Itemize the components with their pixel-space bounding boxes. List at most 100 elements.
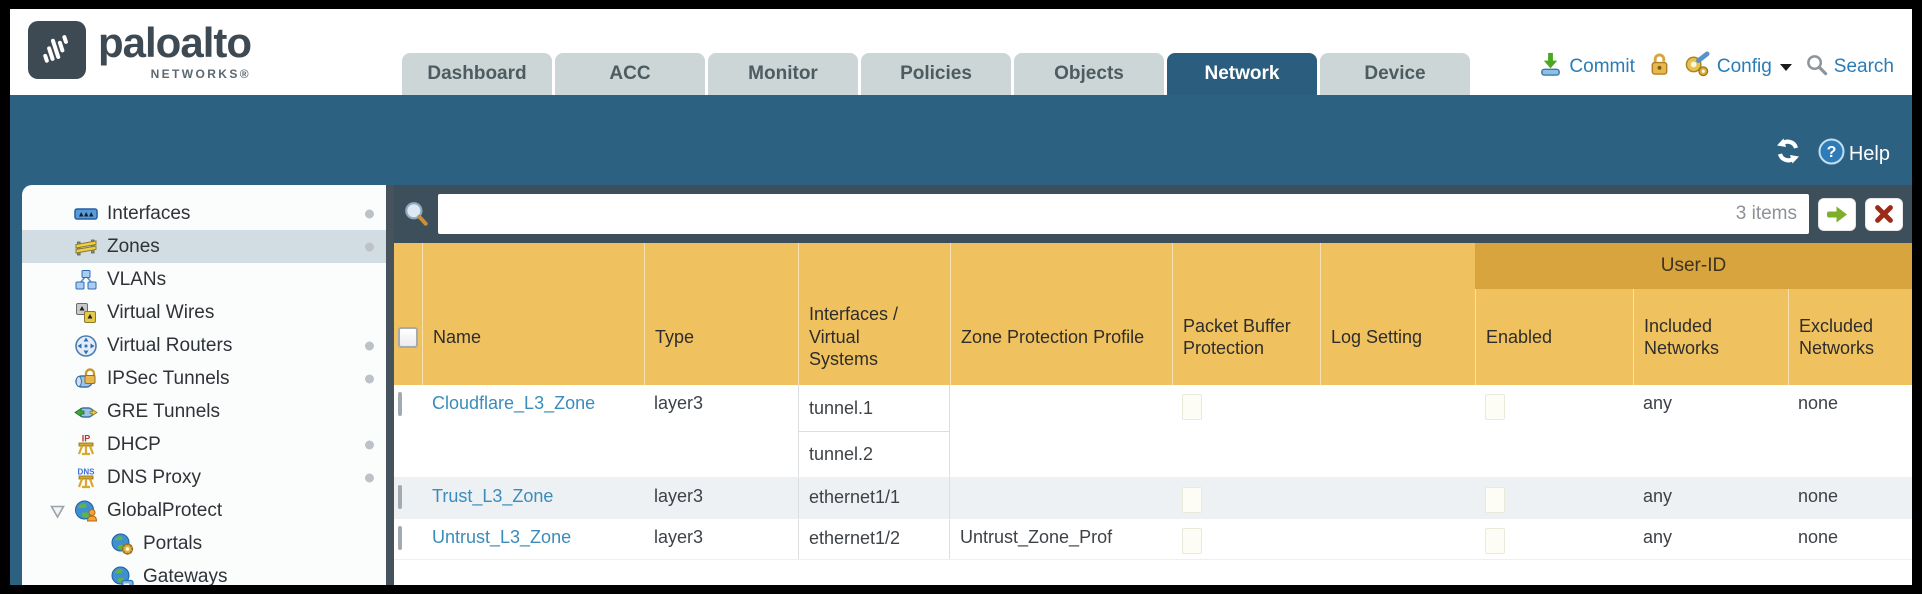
sidebar-item-virtual-wires[interactable]: Virtual Wires xyxy=(22,296,386,329)
brand-wordmark: paloalto xyxy=(98,19,252,66)
user-id-enabled-checkbox[interactable] xyxy=(1485,528,1505,554)
tab-dashboard[interactable]: Dashboard xyxy=(402,53,552,95)
column-header-zone-protection-profile[interactable]: Zone Protection Profile xyxy=(950,243,1172,385)
interfaces-cell: ethernet1/2 xyxy=(798,519,950,559)
user-id-enabled-cell xyxy=(1475,385,1633,477)
sidebar-item-gre-tunnels[interactable]: GRE Tunnels xyxy=(22,395,386,428)
column-header-enabled[interactable]: Enabled xyxy=(1475,243,1633,385)
search-icon xyxy=(1805,53,1828,82)
sidebar-item-vlans[interactable]: VLANs xyxy=(22,263,386,296)
column-header-included-networks[interactable]: Included Networks xyxy=(1633,243,1788,385)
header-select-all-cell xyxy=(394,243,422,385)
sidebar-item-interfaces[interactable]: Interfaces xyxy=(22,197,386,230)
vlans-icon xyxy=(74,268,98,292)
brand-subtext: NETWORKS® xyxy=(150,67,252,82)
svg-text:DNS: DNS xyxy=(78,467,96,476)
svg-text:?: ? xyxy=(1826,144,1836,161)
zone-name-link[interactable]: Untrust_L3_Zone xyxy=(432,527,572,547)
sidebar-item-label: DHCP xyxy=(107,433,161,455)
page-header-band: ? Help xyxy=(10,95,1912,185)
column-header-type[interactable]: Type xyxy=(644,243,798,385)
sidebar-item-portals[interactable]: Portals xyxy=(22,527,386,560)
chevron-down-icon xyxy=(1779,63,1792,71)
log-setting-cell xyxy=(1320,519,1475,559)
red-x-icon xyxy=(1875,205,1893,223)
portals-icon xyxy=(110,532,134,556)
row-select-checkbox[interactable] xyxy=(398,526,402,550)
row-select-checkbox[interactable] xyxy=(398,392,402,416)
dhcp-icon: IP xyxy=(74,433,98,457)
column-header-name[interactable]: Name xyxy=(422,243,644,385)
status-dot xyxy=(365,473,374,482)
tab-acc[interactable]: ACC xyxy=(555,53,705,95)
config-menu-button[interactable]: Config xyxy=(1684,51,1792,83)
sidebar-item-zones[interactable]: Zones xyxy=(22,230,386,263)
select-all-checkbox[interactable] xyxy=(398,326,418,348)
sidebar-item-label: Zones xyxy=(107,235,160,257)
tab-label: Monitor xyxy=(748,63,818,84)
paloalto-logo-icon xyxy=(28,21,86,79)
sidebar-item-virtual-routers[interactable]: Virtual Routers xyxy=(22,329,386,362)
zone-type-cell: layer3 xyxy=(654,486,704,506)
sidebar-item-label: Virtual Routers xyxy=(107,334,233,356)
user-id-enabled-checkbox[interactable] xyxy=(1485,487,1505,513)
column-header-interfaces-virtual-systems[interactable]: Interfaces / Virtual Systems xyxy=(798,243,950,385)
tab-device[interactable]: Device xyxy=(1320,53,1470,95)
sidebar-item-globalprotect[interactable]: GlobalProtect xyxy=(22,494,386,527)
clear-filter-button[interactable] xyxy=(1865,197,1903,231)
tab-label: Objects xyxy=(1054,63,1124,84)
column-header-log-setting[interactable]: Log Setting xyxy=(1320,243,1475,385)
column-header-packet-buffer-protection[interactable]: Packet Buffer Protection xyxy=(1172,243,1320,385)
user-id-enabled-cell xyxy=(1475,519,1633,559)
sidebar-item-ipsec-tunnels[interactable]: IPSec Tunnels xyxy=(22,362,386,395)
sidebar-item-dhcp[interactable]: IP DHCP xyxy=(22,428,386,461)
ipsec-tunnels-icon xyxy=(74,367,98,391)
sidebar-item-label: Gateways xyxy=(143,565,228,586)
lock-icon[interactable] xyxy=(1648,51,1671,83)
interface-entry: ethernet1/2 xyxy=(809,527,901,548)
help-label: Help xyxy=(1848,142,1890,165)
filter-bar: 3 items xyxy=(394,185,1912,243)
virtual-routers-icon xyxy=(74,334,98,358)
refresh-icon[interactable] xyxy=(1774,137,1802,171)
packet-buffer-protection-checkbox[interactable] xyxy=(1182,528,1202,554)
tab-network[interactable]: Network xyxy=(1167,53,1317,95)
tab-label: Network xyxy=(1204,63,1280,84)
packet-buffer-protection-cell xyxy=(1172,478,1320,518)
expand-triangle-icon[interactable] xyxy=(50,503,65,519)
filter-input[interactable]: 3 items xyxy=(438,194,1809,234)
user-id-enabled-checkbox[interactable] xyxy=(1485,394,1505,420)
help-button[interactable]: ? Help xyxy=(1818,138,1890,171)
commit-button[interactable]: Commit xyxy=(1538,51,1635,83)
green-arrow-icon xyxy=(1827,206,1847,223)
sidebar-splitter[interactable] xyxy=(386,185,394,585)
zone-name-link[interactable]: Cloudflare_L3_Zone xyxy=(432,393,596,413)
zone-name-link[interactable]: Trust_L3_Zone xyxy=(432,486,554,506)
apply-filter-button[interactable] xyxy=(1818,197,1856,231)
zone-name-cell: Cloudflare_L3_Zone xyxy=(422,385,644,477)
status-dot xyxy=(365,341,374,350)
packet-buffer-protection-checkbox[interactable] xyxy=(1182,487,1202,513)
row-select-checkbox[interactable] xyxy=(398,485,402,509)
search-button[interactable]: Search xyxy=(1805,53,1894,82)
column-header-excluded-networks[interactable]: Excluded Networks xyxy=(1788,243,1912,385)
tab-policies[interactable]: Policies xyxy=(861,53,1011,95)
sidebar-item-gateways[interactable]: Gateways xyxy=(22,560,386,585)
tab-objects[interactable]: Objects xyxy=(1014,53,1164,95)
row-select-cell xyxy=(394,478,422,518)
top-bar: paloalto NETWORKS® Dashboard ACC Monitor Po… xyxy=(10,9,1912,95)
zone-name-cell: Trust_L3_Zone xyxy=(422,478,644,518)
packet-buffer-protection-checkbox[interactable] xyxy=(1182,394,1202,420)
packet-buffer-protection-cell xyxy=(1172,385,1320,477)
zone-type-cell: layer3 xyxy=(654,393,704,413)
tab-monitor[interactable]: Monitor xyxy=(708,53,858,95)
included-networks-cell: any xyxy=(1643,486,1673,506)
tab-label: Dashboard xyxy=(427,63,527,84)
interface-entry: tunnel.2 xyxy=(799,431,949,477)
utility-links: Commit C xyxy=(1538,51,1894,83)
